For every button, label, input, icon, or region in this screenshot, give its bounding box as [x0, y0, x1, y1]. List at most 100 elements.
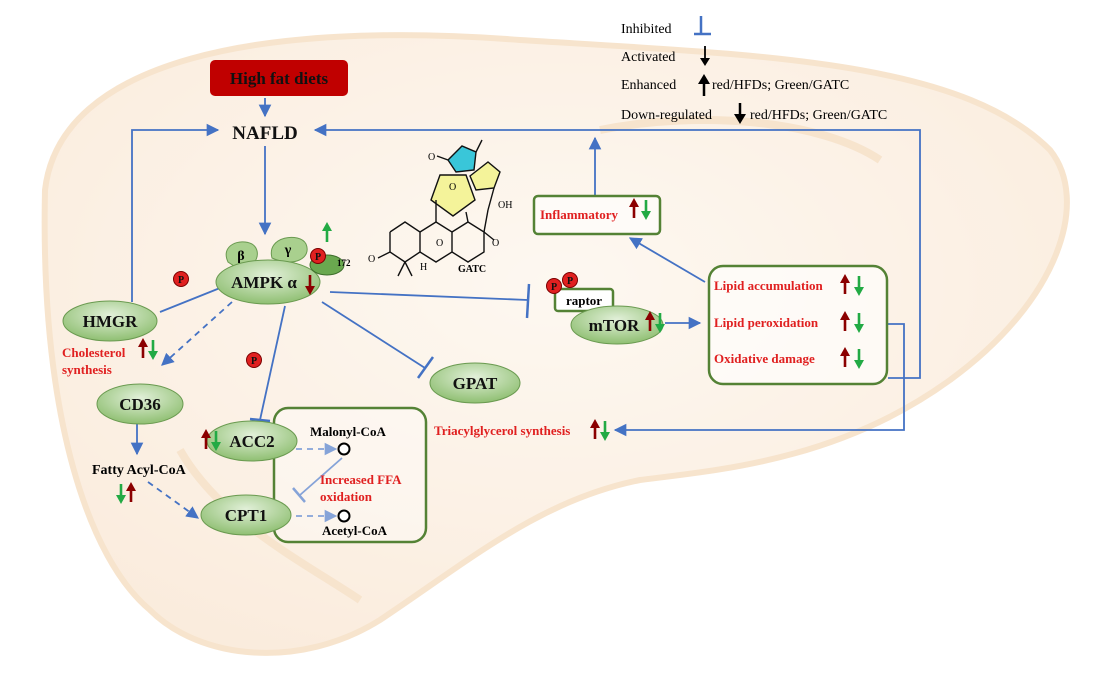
- hmgr-to-nafld-arrow: [131, 123, 220, 302]
- liver-background: [41, 32, 1070, 656]
- phospho-badge-icon: P: [246, 352, 262, 368]
- phospho-badge-icon: P: [173, 271, 189, 287]
- gatc-o-label-4: O: [368, 254, 375, 265]
- fattyacyl-up-red-arrow-icon: [126, 482, 136, 502]
- high-fat-diets-label: High fat diets: [230, 69, 329, 88]
- acc2-label: ACC2: [229, 432, 274, 451]
- ffa-label-2: oxidation: [320, 489, 373, 504]
- cholesterol-down-green-arrow-icon: [148, 340, 158, 360]
- tag-synthesis-label: Triacylglycerol synthesis: [434, 423, 570, 438]
- ampk-hmgr-link: [159, 287, 221, 313]
- ampk-label: AMPK α: [231, 273, 297, 292]
- acc2-node: ACC2: [206, 420, 298, 462]
- lipid-peroxidation-down-green-arrow-icon: [854, 313, 864, 333]
- inflammatory-label: Inflammatory: [540, 207, 618, 222]
- nafld-label: NAFLD: [232, 123, 297, 144]
- hmgr-label: HMGR: [83, 312, 138, 331]
- svg-text:P: P: [567, 276, 573, 287]
- acc2-up-red-arrow-icon: [201, 429, 211, 449]
- gatc-o-label-2: O: [449, 182, 456, 193]
- hmgr-node: HMGR: [62, 300, 158, 342]
- ampk-to-cd36-arrow: [161, 301, 233, 366]
- activated-arrow-icon: [700, 46, 710, 66]
- gatc-structure: [377, 139, 501, 277]
- lipid-to-tag-arrow: [613, 323, 905, 437]
- cpt1-node: CPT1: [200, 494, 292, 536]
- legend-enhanced-note: red/HFDs; Green/GATC: [712, 78, 849, 93]
- gatc-o-label-5: O: [492, 238, 499, 249]
- gatc-oh-label: OH: [498, 200, 512, 211]
- cholesterol-label-1: Cholesterol: [62, 345, 126, 360]
- malonyl-inhibits-cpt1: [299, 457, 343, 496]
- phospho-badge-icon: P: [562, 272, 578, 288]
- inflammatory-down-green-arrow-icon: [641, 200, 651, 220]
- cd36-label: CD36: [119, 395, 161, 414]
- liver-fold: [176, 448, 363, 604]
- ampk-inhibits-mtor: [329, 291, 529, 301]
- thr172-label: 172: [337, 258, 351, 268]
- mtor-label: mTOR: [589, 316, 640, 335]
- acetyl-coa-label: Acetyl-CoA: [322, 523, 388, 538]
- high-fat-diets-box: High fat diets: [210, 60, 348, 96]
- ampk-complex: β γ AMPK α 172: [215, 236, 351, 305]
- lipid-accumulation-down-green-arrow-icon: [854, 276, 864, 296]
- malonyl-coa-circle-icon: [337, 442, 351, 456]
- ampk-node: [215, 259, 321, 305]
- malonyl-inhibits-cpt1-bar: [292, 487, 306, 503]
- inhibited-symbol: [694, 16, 711, 36]
- ampk-down-red-arrow-icon: [305, 275, 315, 295]
- liver-shape: [41, 32, 1070, 656]
- acc2-down-green-arrow-icon: [211, 431, 221, 451]
- oxidative-damage-up-red-arrow-icon: [840, 347, 850, 367]
- tag-down-green-arrow-icon: [600, 421, 610, 441]
- ampk-inhibits-gpat: [321, 301, 426, 369]
- downregulated-arrow-icon: [734, 103, 746, 124]
- phospho-badge-icon: P: [546, 278, 562, 294]
- gatc-o-label-1: O: [428, 152, 435, 163]
- oxidative-damage-down-green-arrow-icon: [854, 349, 864, 369]
- cpt1-label: CPT1: [225, 506, 268, 525]
- legend-enhanced-label: Enhanced: [621, 78, 676, 93]
- gatc-compound-label: GATC: [458, 264, 486, 275]
- legend: Inhibited Activated Enhanced red/HFDs; G…: [621, 16, 887, 124]
- oxidative-damage-label: Oxidative damage: [714, 351, 815, 366]
- ampk-inhibits-acc2: [259, 305, 286, 421]
- ampk-beta-label: β: [237, 249, 244, 264]
- connectors: [130, 98, 921, 523]
- regulation-arrows: [116, 198, 864, 504]
- cholesterol-up-red-arrow-icon: [138, 338, 148, 358]
- fatty-acyl-coa-label: Fatty Acyl-CoA: [92, 463, 187, 478]
- lipid-peroxidation-label: Lipid peroxidation: [714, 315, 819, 330]
- cholesterol-label-2: synthesis: [62, 362, 112, 377]
- acetyl-coa-circle-icon: [337, 509, 351, 523]
- ampk-gamma-label: γ: [284, 243, 292, 258]
- raptor-box: [553, 287, 615, 313]
- fattyacyl-down-green-arrow-icon: [116, 484, 126, 504]
- svg-text:P: P: [251, 356, 257, 367]
- legend-activated-label: Activated: [621, 50, 675, 65]
- ampk-inhibits-acc2-bar: [249, 417, 271, 423]
- svg-text:P: P: [178, 275, 184, 286]
- ffa-oxidation-box: [272, 406, 428, 544]
- legend-downregulated-label: Down-regulated: [621, 108, 712, 123]
- raptor-label: raptor: [566, 293, 602, 308]
- lipid-to-inflammatory-arrow: [628, 237, 706, 283]
- inflammatory-box: [532, 194, 662, 236]
- phospho-badge-icon: P: [310, 248, 326, 264]
- gpat-node: GPAT: [429, 362, 521, 404]
- gpat-label: GPAT: [453, 374, 498, 393]
- legend-inhibited-label: Inhibited: [621, 22, 672, 37]
- svg-text:P: P: [315, 252, 321, 263]
- ampk-inhibits-mtor-bar: [525, 283, 531, 319]
- lipid-accumulation-up-red-arrow-icon: [840, 274, 850, 294]
- lipid-peroxidation-up-red-arrow-icon: [840, 311, 850, 331]
- mtor-up-red-arrow-icon: [645, 311, 655, 331]
- ampk-up-green-arrow-icon: [322, 222, 332, 242]
- tag-up-red-arrow-icon: [590, 419, 600, 439]
- gatc-h-label: H: [420, 262, 427, 273]
- legend-downregulated-note: red/HFDs; Green/GATC: [750, 108, 887, 123]
- mtor-down-green-arrow-icon: [655, 313, 665, 333]
